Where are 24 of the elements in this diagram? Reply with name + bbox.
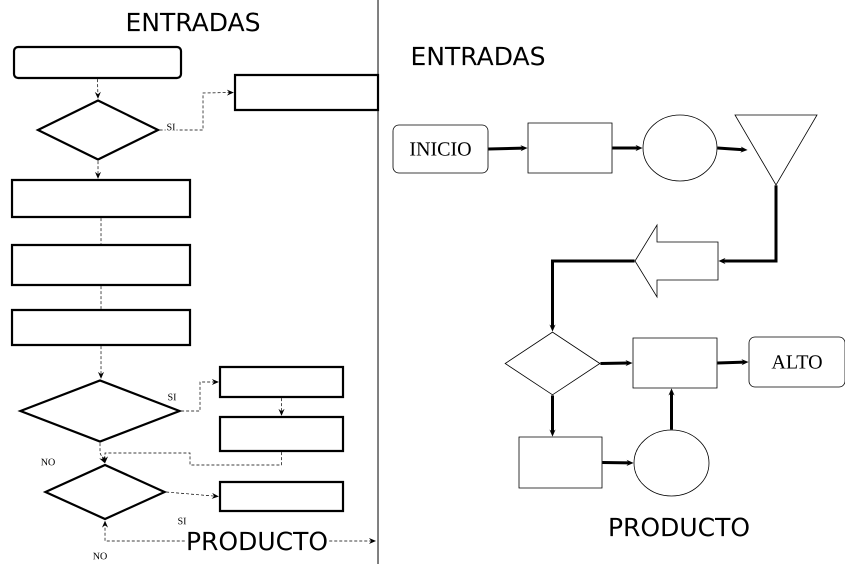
- heading-text: PRODUCTO: [610, 518, 749, 536]
- process-box: [218, 480, 344, 512]
- process-box: [10, 308, 192, 346]
- edge-label: SI: [166, 392, 178, 402]
- process-box: [218, 416, 344, 452]
- edge-label: SI: [176, 516, 188, 526]
- output-text: PRODUCTO: [188, 532, 327, 550]
- edge-label: NO: [40, 458, 56, 466]
- process-box: [234, 74, 380, 112]
- connector-circle: [634, 430, 710, 496]
- terminal-box: INICIO: [392, 124, 488, 174]
- process-box: [518, 436, 602, 488]
- process-box: [10, 178, 192, 218]
- process-box: [632, 338, 718, 388]
- connector-circle: [642, 114, 718, 182]
- process-box: [218, 366, 344, 398]
- process-box: [10, 244, 192, 286]
- terminal-box: ALTO: [748, 336, 845, 388]
- edge-label: SI: [166, 122, 176, 132]
- process-box: [528, 122, 612, 174]
- heading-text: ENTRADAS: [412, 46, 544, 66]
- edge-label: NO: [92, 552, 108, 560]
- process-box: [12, 46, 182, 80]
- heading-text: ENTRADAS: [128, 12, 260, 32]
